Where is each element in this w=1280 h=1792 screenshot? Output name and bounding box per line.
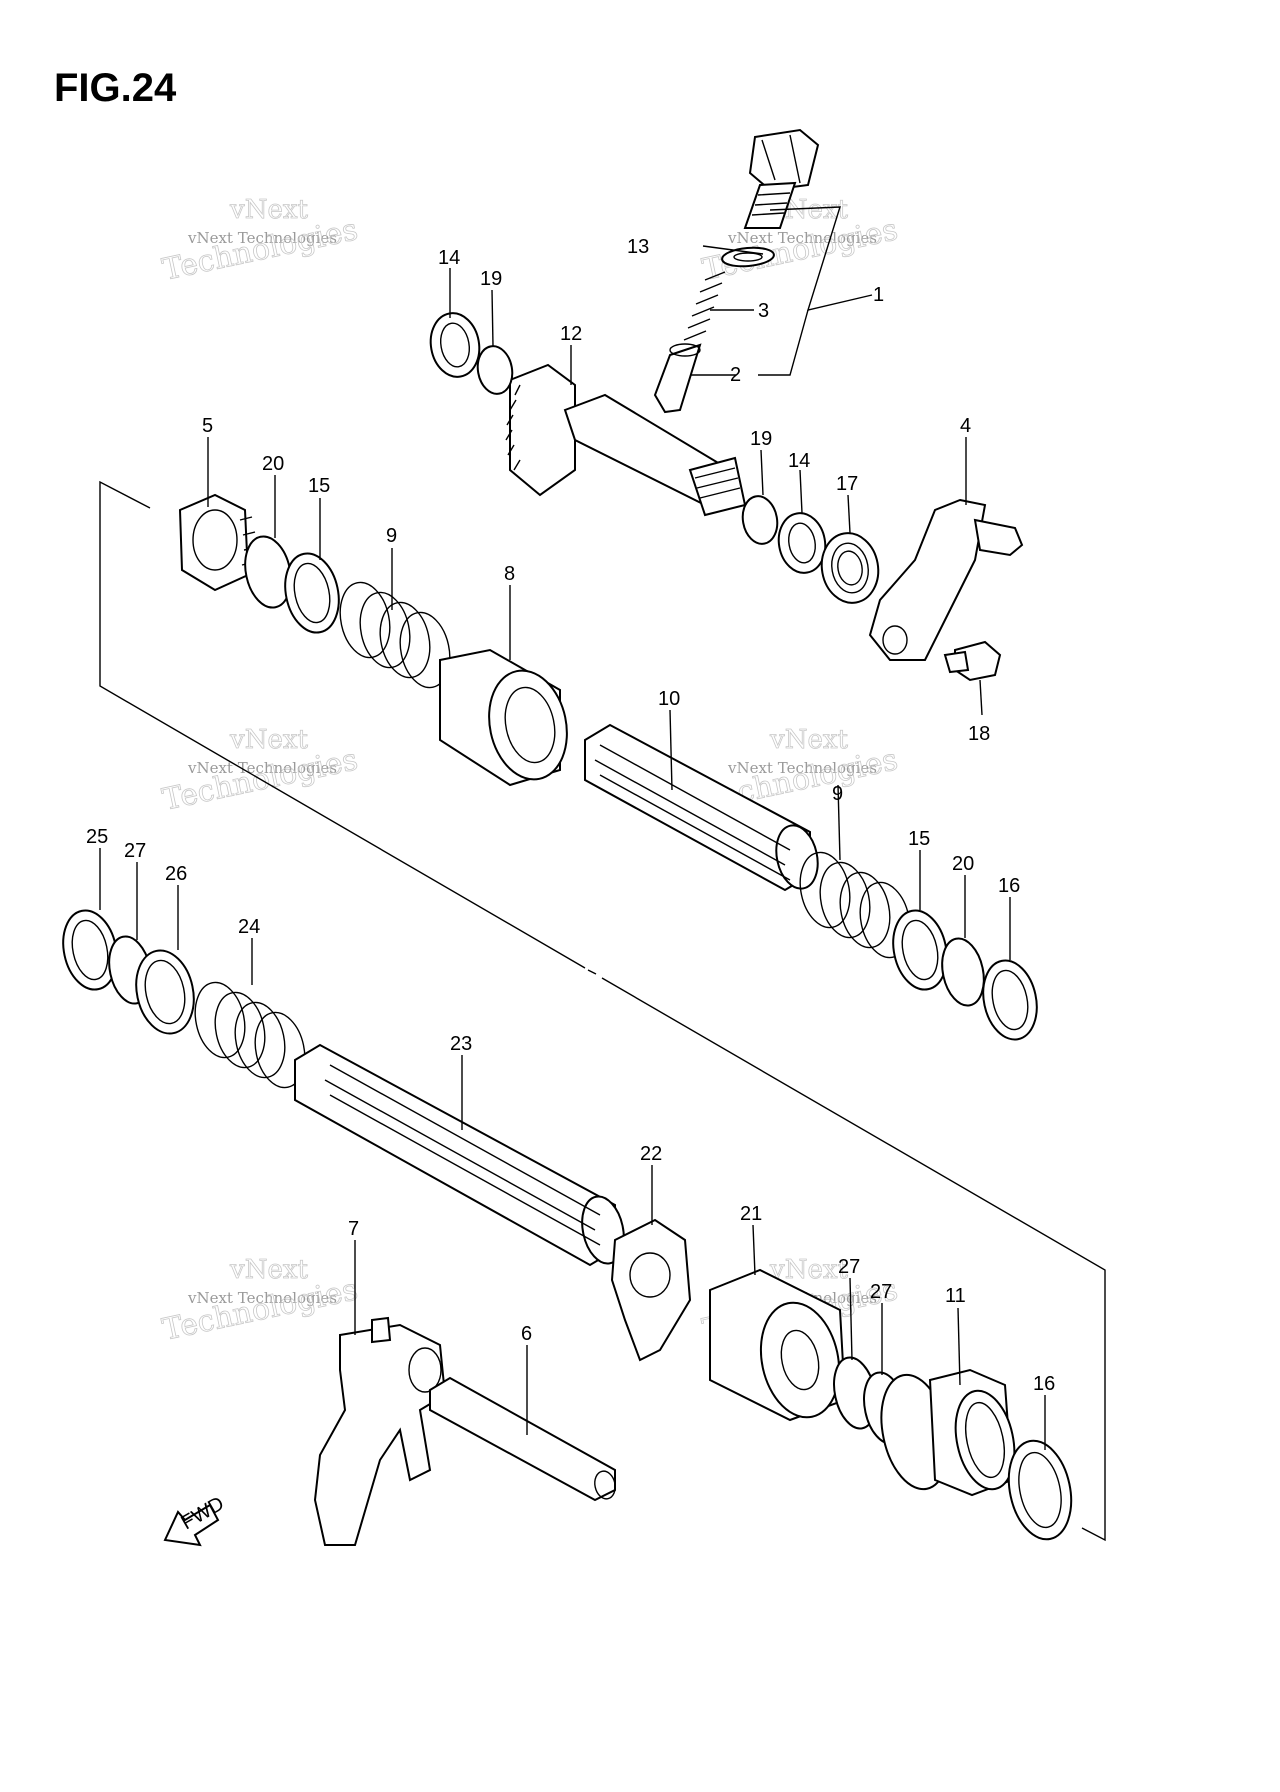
callout-25: 25: [86, 826, 108, 848]
callout-27-left: 27: [124, 840, 146, 862]
svg-text:vNext Technologies: vNext Technologies: [187, 229, 337, 247]
figure-title: FIG.24: [54, 66, 177, 110]
leader-lines: [99, 206, 1046, 1450]
circlip-19-top: [476, 345, 514, 395]
callout-15-left: 15: [308, 475, 330, 497]
shift-arm-4: [868, 498, 1024, 661]
svg-text:vNext: vNext: [229, 1255, 308, 1285]
callout-22: 22: [640, 1143, 662, 1165]
callout-20-right: 20: [952, 853, 974, 875]
washer-16-right-top: [982, 959, 1038, 1041]
callout-5: 5: [202, 415, 213, 437]
callout-26: 26: [165, 863, 187, 885]
svg-text:vNext Technologies: vNext Technologies: [187, 1289, 337, 1307]
bearing-17: [820, 532, 880, 604]
washer-15-left: [284, 552, 340, 634]
washer-14-top: [429, 312, 481, 378]
callout-27-right-a: 27: [838, 1256, 860, 1278]
callout-10: 10: [658, 688, 680, 710]
callout-8: 8: [504, 563, 515, 585]
callout-4: 4: [960, 415, 971, 437]
callout-1: 1: [873, 284, 884, 306]
washer-16-bottom: [1007, 1439, 1073, 1541]
callout-20-left: 20: [262, 453, 284, 475]
frame-break-dash: [587, 969, 597, 975]
callout-19-right: 19: [750, 428, 772, 450]
bearing-8: [439, 648, 568, 787]
bolt-assembly: [653, 128, 820, 414]
callout-19-top: 19: [480, 268, 502, 290]
callout-21: 21: [740, 1203, 762, 1225]
shaft-23: [294, 1043, 625, 1267]
watermark-group-5: vNext vNext Technologies Technologies: [159, 1255, 361, 1349]
callout-2: 2: [730, 364, 741, 386]
washer-14-right: [777, 512, 827, 574]
callout-11: 11: [945, 1285, 966, 1307]
spring-9-left: [339, 581, 451, 689]
svg-text:vNext Technologies: vNext Technologies: [187, 759, 337, 777]
circlip-19-right: [741, 495, 779, 545]
gear-5: [178, 493, 257, 592]
svg-text:vNext Technologies: vNext Technologies: [727, 229, 877, 247]
callout-9-left: 9: [386, 525, 397, 547]
callout-24: 24: [238, 916, 260, 938]
circlip-20-right: [941, 937, 985, 1007]
callout-7: 7: [348, 1218, 359, 1240]
callout-17: 17: [836, 473, 858, 495]
cam-21: [709, 1268, 847, 1422]
callout-9-right: 9: [832, 783, 843, 805]
callout-labels: 1 2 3 4 5 6 7 8 9 9 10 11 12 13 14 14 15…: [86, 236, 1055, 1395]
svg-text:vNext Technologies: vNext Technologies: [727, 759, 877, 777]
watermark-group-3: vNext vNext Technologies Technologies: [159, 725, 361, 819]
svg-text:vNext: vNext: [769, 725, 848, 755]
callout-16-bottom: 16: [1033, 1373, 1055, 1395]
callout-3: 3: [758, 300, 769, 322]
svg-text:vNext: vNext: [229, 195, 308, 225]
svg-text:vNext: vNext: [229, 725, 308, 755]
assembly-frame: [99, 480, 1106, 1542]
callout-13: 13: [627, 236, 649, 258]
watermark-group-1: vNext vNext Technologies Technologies: [159, 195, 361, 289]
shift-fork-7: [313, 1316, 447, 1546]
rod-6: [429, 1376, 616, 1502]
washer-15-right: [892, 909, 948, 991]
bolt-18: [943, 640, 1002, 682]
shift-shaft-gear: [505, 363, 747, 517]
callout-12: 12: [560, 323, 582, 345]
callout-16-top: 16: [998, 875, 1020, 897]
callout-6: 6: [521, 1323, 532, 1345]
bearing-11: [880, 1368, 1016, 1497]
callout-18: 18: [968, 723, 990, 745]
plate-22: [610, 1218, 692, 1362]
callout-14-top: 14: [438, 247, 460, 269]
fwd-arrow: FWD: [163, 1493, 228, 1547]
shaft-10: [584, 723, 819, 892]
spring-24: [194, 981, 306, 1089]
callout-15-right: 15: [908, 828, 930, 850]
callout-14-right: 14: [788, 450, 810, 472]
callout-23: 23: [450, 1033, 472, 1055]
callout-27-right-b: 27: [870, 1281, 892, 1303]
washer-26: [135, 949, 195, 1035]
